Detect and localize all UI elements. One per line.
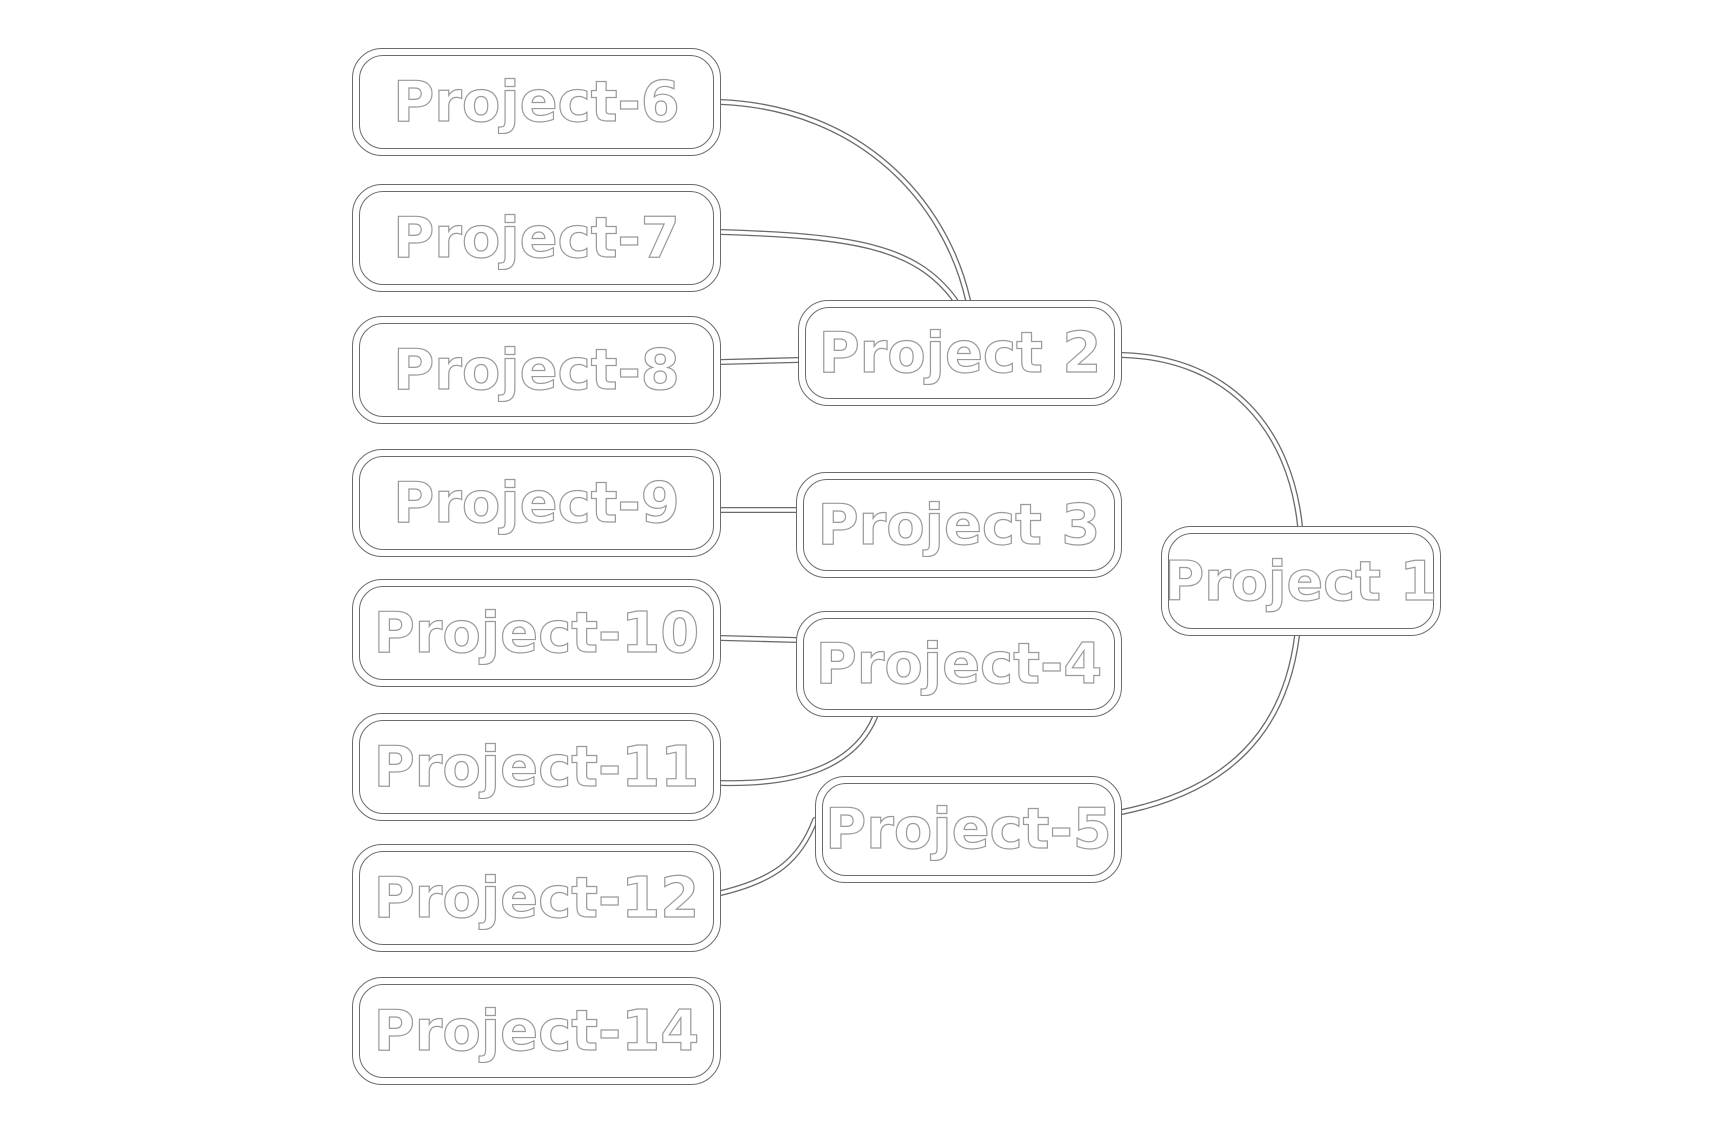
edge-p2-p6 <box>718 99 971 303</box>
node-project-10[interactable]: Project-10 <box>352 579 721 687</box>
node-project-2[interactable]: Project 2 <box>798 300 1122 406</box>
node-label: Project-14 <box>373 998 700 1064</box>
node-project-1-root[interactable]: Project 1 <box>1161 526 1441 636</box>
node-project-9[interactable]: Project-9 <box>352 449 721 557</box>
node-project-6[interactable]: Project-6 <box>352 48 721 156</box>
node-project-11[interactable]: Project-11 <box>352 713 721 821</box>
node-project-12[interactable]: Project-12 <box>352 844 721 952</box>
node-label: Project-6 <box>393 69 681 135</box>
node-label: Project-11 <box>373 734 700 800</box>
node-label: Project 3 <box>817 492 1101 558</box>
node-project-7[interactable]: Project-7 <box>352 184 721 292</box>
node-project-5[interactable]: Project-5 <box>815 776 1122 883</box>
node-label: Project-4 <box>815 631 1103 697</box>
node-label: Project-5 <box>825 796 1113 862</box>
node-project-8[interactable]: Project-8 <box>352 316 721 424</box>
node-label: Project 1 <box>1164 549 1438 613</box>
node-label: Project-10 <box>373 600 700 666</box>
node-label: Project-7 <box>393 205 681 271</box>
node-label: Project-9 <box>393 470 681 536</box>
node-project-3[interactable]: Project 3 <box>796 472 1122 578</box>
node-label: Project-12 <box>373 865 700 931</box>
edge-p5-p12 <box>718 817 818 896</box>
node-label: Project-8 <box>393 337 681 403</box>
edge-p1-p5 <box>1119 633 1300 815</box>
connector-fills <box>719 100 1302 895</box>
node-project-14[interactable]: Project-14 <box>352 977 721 1085</box>
node-label: Project 2 <box>818 320 1102 386</box>
node-project-4[interactable]: Project-4 <box>796 611 1122 717</box>
